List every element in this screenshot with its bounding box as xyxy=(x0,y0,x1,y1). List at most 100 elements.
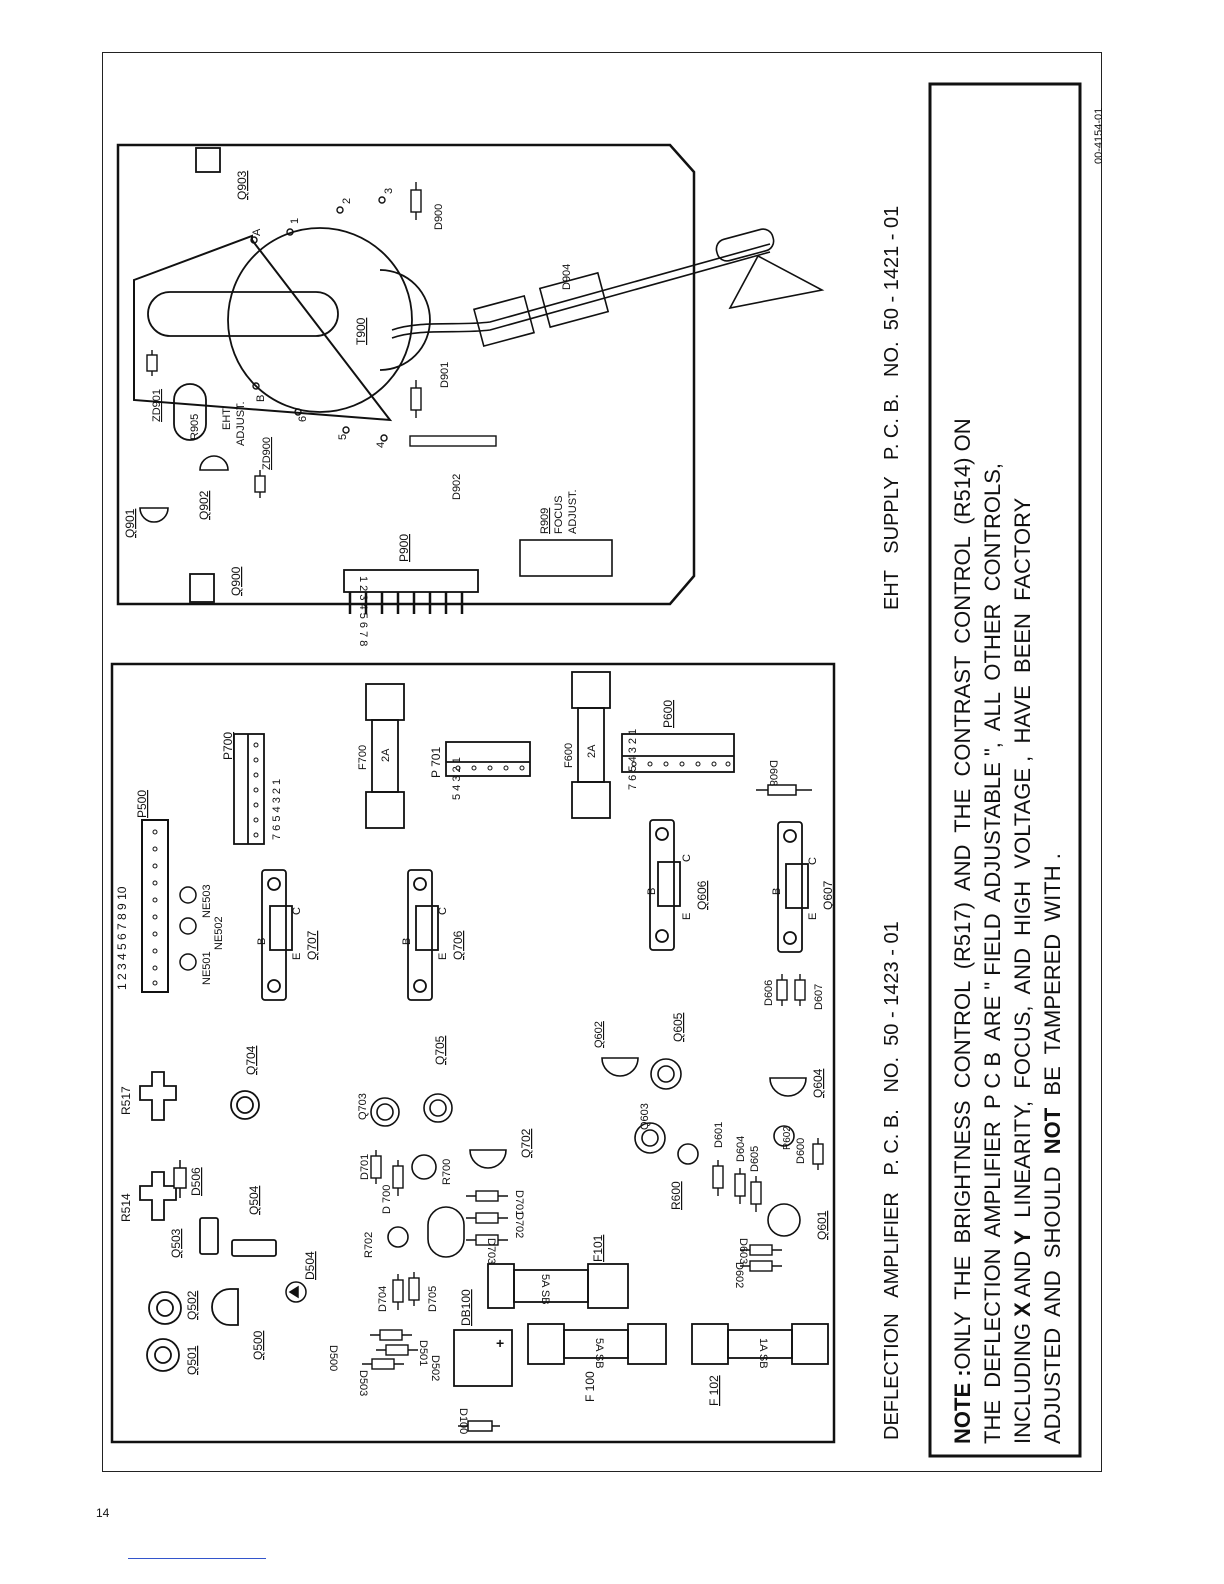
p700-label: P700 xyxy=(221,732,235,760)
q707-pin-e: E xyxy=(291,953,303,960)
d600-label: D600 xyxy=(795,1138,807,1164)
transistor-q502 xyxy=(148,1291,182,1325)
r905-label: R905 xyxy=(189,414,201,440)
q704-label: Q704 xyxy=(244,1045,258,1075)
p900-label: P900 xyxy=(397,534,411,562)
p701-label: P 701 xyxy=(429,747,443,778)
transistor-q606 xyxy=(649,819,681,951)
fuse-f700 xyxy=(365,683,405,829)
transistor-q503 xyxy=(199,1217,219,1255)
d701-label: D701 xyxy=(359,1154,371,1180)
transistor-q604 xyxy=(769,1077,807,1097)
d606-label: D606 xyxy=(763,980,775,1006)
f700-rating: 2A xyxy=(380,748,392,762)
t900-label: T900 xyxy=(354,317,368,345)
transistor-q605 xyxy=(650,1058,682,1090)
control-r702 xyxy=(387,1226,409,1248)
note-line-3-x: X xyxy=(1010,1302,1035,1317)
tap-1: 1 xyxy=(289,218,301,224)
r517-label: R517 xyxy=(119,1086,133,1115)
note-line-1-text: ONLY THE BRIGHTNESS CONTROL (R517) AND T… xyxy=(950,418,975,1369)
d705-label: D705 xyxy=(427,1286,439,1312)
f600-rating: 2A xyxy=(586,744,598,758)
focus-adjust-line2: ADJUST. xyxy=(567,489,579,534)
control-r602 xyxy=(773,1125,795,1147)
d501-label: D501 xyxy=(417,1340,429,1366)
q602-label: Q602 xyxy=(593,1021,605,1048)
d902-label: D902 xyxy=(451,474,463,500)
bridge-db100 xyxy=(453,1329,513,1387)
tap-2: 2 xyxy=(341,198,353,204)
db100-plus: + xyxy=(496,1335,504,1351)
transistor-q902 xyxy=(199,455,229,471)
control-r514 xyxy=(139,1171,177,1221)
p600-label: P600 xyxy=(661,700,675,728)
q604-label: Q604 xyxy=(811,1068,825,1098)
r702-label: R702 xyxy=(363,1232,375,1258)
drawing-number: 00-4154-01 xyxy=(1093,108,1105,164)
transistor-q705 xyxy=(423,1093,453,1123)
d502-label: D502 xyxy=(429,1355,441,1381)
note-line-4-not: NOT xyxy=(1040,1107,1065,1154)
zd900-label: ZD900 xyxy=(261,437,273,470)
transistor-q900 xyxy=(189,573,215,603)
control-r517 xyxy=(139,1071,177,1121)
d703-label: D703 xyxy=(485,1238,497,1264)
q705-label: Q705 xyxy=(433,1035,447,1065)
q707-label: Q707 xyxy=(305,930,319,960)
q601-label: Q601 xyxy=(815,1210,829,1240)
note-heading: NOTE : xyxy=(950,1369,975,1444)
note-line-2: THE DEFLECTION AMPLIFIER P C B ARE " FIE… xyxy=(980,463,1005,1444)
d603-label: D603 xyxy=(737,1238,749,1264)
diode-d608 xyxy=(756,784,812,796)
connector-p701 xyxy=(445,741,531,777)
q702-label: Q702 xyxy=(519,1128,533,1158)
diode-d100 xyxy=(458,1420,500,1432)
d601-label: D601 xyxy=(713,1122,725,1148)
q606-pin-e: E xyxy=(681,913,693,920)
p900-pins: 1 2 3 4 5 6 7 8 xyxy=(357,576,369,646)
f700-label: F700 xyxy=(357,745,369,770)
transistor-q704 xyxy=(230,1090,260,1120)
control-r909 xyxy=(519,539,613,577)
transistor-q500 xyxy=(211,1288,239,1326)
note-line-3-post: LINEARITY, FOCUS, AND HIGH VOLTAGE , HAV… xyxy=(1010,497,1035,1230)
d900-label: D900 xyxy=(433,204,445,230)
q607-pin-c: C xyxy=(807,857,819,865)
transistor-q903 xyxy=(195,147,221,173)
eht-board-outline xyxy=(116,143,696,606)
q607-pin-e: E xyxy=(807,913,819,920)
diode-d904 xyxy=(538,271,610,329)
transformer-t900 xyxy=(133,227,431,422)
p701-pins: 5 4 3 2 1 xyxy=(451,757,463,800)
footer-rule xyxy=(128,1558,266,1559)
d904-label: D904 xyxy=(561,264,573,290)
d704-label: D704 xyxy=(377,1286,389,1312)
zener-diodes xyxy=(146,350,266,498)
p700-pins: 7 6 5 4 3 2 1 xyxy=(271,779,283,840)
page-number: 14 xyxy=(96,1506,110,1520)
r600-label: R600 xyxy=(669,1181,683,1210)
db100-label: DB100 xyxy=(459,1289,473,1326)
deflection-board-title: DEFLECTION AMPLIFIER P. C. B. NO. 50 - 1… xyxy=(881,921,903,1440)
diodes-d600-d607 xyxy=(712,974,824,1272)
f100-rating: 5A SB xyxy=(593,1338,605,1369)
q703-label: Q703 xyxy=(357,1093,369,1120)
q501-label: Q501 xyxy=(185,1345,199,1375)
tap-b: B xyxy=(255,395,267,402)
f100-label: F 100 xyxy=(583,1371,597,1402)
r602-label: R602 xyxy=(782,1126,793,1150)
q707-pin-b: B xyxy=(256,938,268,945)
f101-rating: 5A SB xyxy=(539,1274,551,1305)
p600-pins: 7 6 5 4 3 2 1 xyxy=(627,729,639,790)
eht-board-title: EHT SUPPLY P. C. B. NO. 50 - 1421 - 01 xyxy=(881,206,903,610)
control-r700 xyxy=(411,1154,437,1180)
fuse-f101 xyxy=(487,1263,629,1309)
d500-label: D500 xyxy=(327,1345,339,1371)
note-line-4-pre: ADJUSTED AND SHOULD xyxy=(1040,1154,1065,1444)
transistor-q607 xyxy=(777,821,809,953)
p500-pin-numbers: 1 2 3 4 5 6 7 8 9 10 xyxy=(115,886,129,990)
transistor-q504 xyxy=(231,1239,277,1257)
transistor-q901 xyxy=(139,507,169,523)
diodes-d500-d503 xyxy=(362,1329,418,1370)
